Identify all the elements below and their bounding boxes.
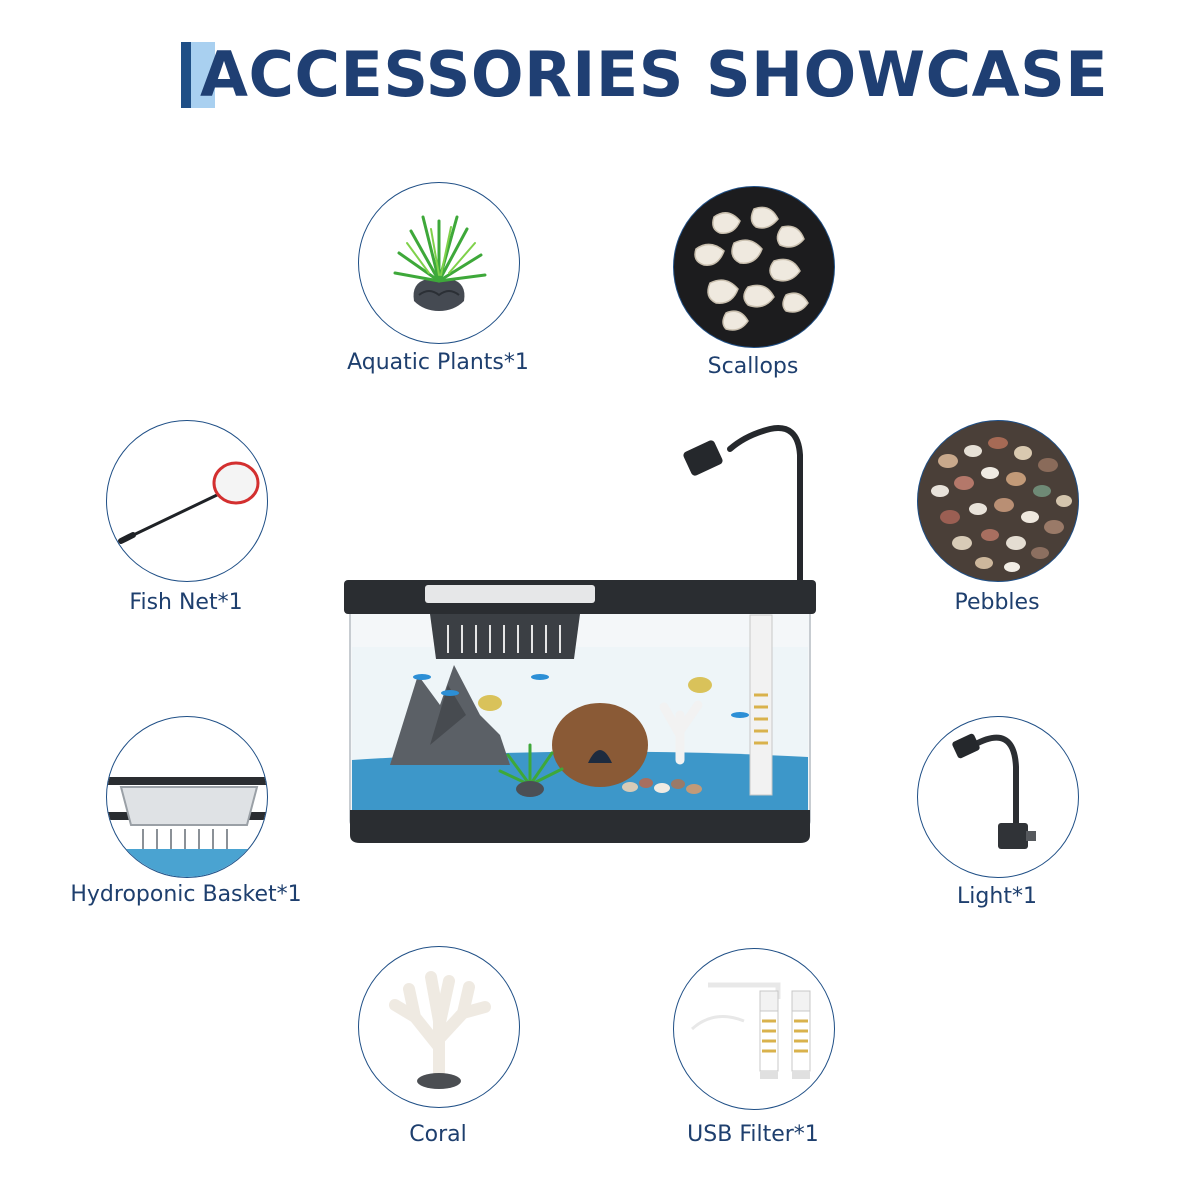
- accessory-label: USB Filter*1: [687, 1122, 819, 1147]
- title-accent-bar: [181, 42, 191, 108]
- pebbles-icon: [917, 420, 1079, 582]
- hydroponic-basket-icon: [106, 716, 268, 878]
- aquarium-light-icon: [917, 716, 1079, 878]
- aquatic-plant-icon: [358, 182, 520, 344]
- accessory-label: Pebbles: [954, 590, 1040, 615]
- fish-net-icon: [106, 420, 268, 582]
- page-header: ACCESSORIES SHOWCASE: [0, 30, 1200, 120]
- accessory-label: Hydroponic Basket*1: [70, 882, 302, 907]
- accessory-label: Aquatic Plants*1: [347, 350, 529, 375]
- title-accent-light: [191, 42, 215, 108]
- usb-filter-icon: [673, 948, 835, 1110]
- aquarium-tank-icon: [330, 415, 830, 855]
- accessory-label: Scallops: [707, 354, 799, 379]
- accessory-label: Coral: [409, 1122, 467, 1147]
- coral-icon: [358, 946, 520, 1108]
- accessory-label: Fish Net*1: [129, 590, 243, 615]
- accessory-label: Light*1: [957, 884, 1037, 909]
- page-title: ACCESSORIES SHOWCASE: [200, 38, 1109, 111]
- scallop-shells-icon: [673, 186, 835, 348]
